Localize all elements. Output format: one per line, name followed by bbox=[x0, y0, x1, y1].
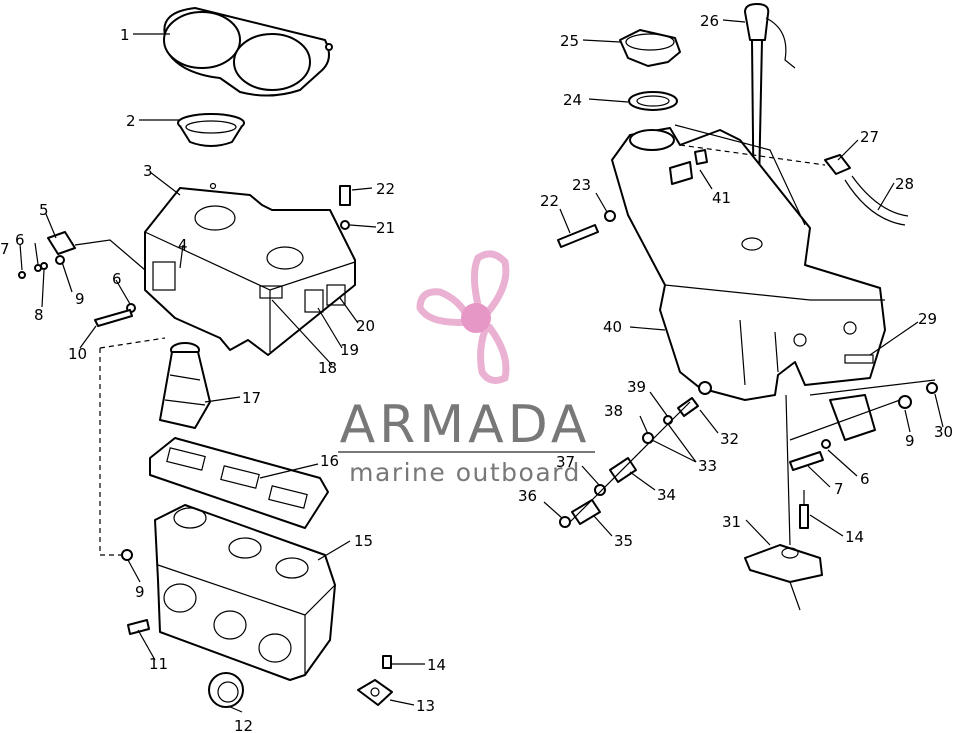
callout-labels: 1 2 3 4 5 6 7 8 9 6 10 22 21 20 19 18 17… bbox=[0, 12, 953, 733]
callout-19: 19 bbox=[340, 341, 359, 359]
callout-6-third: 6 bbox=[860, 470, 870, 488]
callout-4: 4 bbox=[178, 236, 188, 254]
callout-36: 36 bbox=[518, 487, 537, 505]
callout-6: 6 bbox=[15, 231, 25, 249]
part-13-bracket bbox=[357, 679, 393, 706]
callout-33: 33 bbox=[698, 457, 717, 475]
propeller-logo-icon bbox=[416, 250, 510, 384]
callout-40: 40 bbox=[603, 318, 622, 336]
part-3-airbox-cover bbox=[144, 182, 356, 356]
dashed-assembly-lines-left bbox=[74, 239, 166, 556]
callout-2: 2 bbox=[126, 112, 136, 130]
callout-41: 41 bbox=[712, 189, 731, 207]
small-hardware-left bbox=[18, 185, 351, 635]
callout-9-second: 9 bbox=[135, 583, 145, 601]
part-24-seal bbox=[628, 91, 678, 111]
part-31-bracket bbox=[744, 394, 823, 611]
callout-18: 18 bbox=[318, 359, 337, 377]
callout-14-second: 14 bbox=[845, 528, 864, 546]
part-25-fill-cap bbox=[619, 29, 681, 67]
callout-28: 28 bbox=[895, 175, 914, 193]
watermark-brand: ARMADA bbox=[340, 395, 591, 455]
callout-37: 37 bbox=[556, 453, 575, 471]
oil-pump-assembly bbox=[789, 379, 938, 471]
part-12-plug bbox=[208, 672, 244, 708]
part-27-28-hose bbox=[679, 144, 909, 226]
callout-8: 8 bbox=[34, 306, 44, 324]
part-17-intake-boot bbox=[159, 342, 211, 429]
part-16-gasket bbox=[149, 437, 329, 529]
callout-27: 27 bbox=[860, 128, 879, 146]
callout-7: 7 bbox=[0, 240, 10, 258]
callout-16: 16 bbox=[320, 452, 339, 470]
callout-35: 35 bbox=[614, 532, 633, 550]
callout-32: 32 bbox=[720, 430, 739, 448]
callout-14: 14 bbox=[427, 656, 446, 674]
callout-20: 20 bbox=[356, 317, 375, 335]
callout-6-second: 6 bbox=[112, 270, 122, 288]
callout-39: 39 bbox=[627, 378, 646, 396]
callout-29: 29 bbox=[918, 310, 937, 328]
part-14-screw-left bbox=[382, 655, 392, 669]
callout-23: 23 bbox=[572, 176, 591, 194]
callout-9-third: 9 bbox=[905, 432, 915, 450]
part-15-intake-manifold bbox=[154, 504, 336, 681]
armada-watermark: ARMADA marine outboard bbox=[338, 250, 595, 487]
callout-30: 30 bbox=[934, 423, 953, 441]
callout-38: 38 bbox=[604, 402, 623, 420]
watermark-tagline: marine outboard bbox=[349, 458, 581, 487]
hardware-22-23 bbox=[557, 210, 616, 248]
fittings-32-39 bbox=[559, 381, 712, 528]
part-14-screw-right bbox=[799, 490, 809, 529]
callout-5: 5 bbox=[39, 201, 49, 219]
callout-12: 12 bbox=[234, 717, 253, 733]
part-41-clip bbox=[669, 149, 708, 185]
part-40-oil-tank bbox=[611, 124, 886, 401]
callout-15: 15 bbox=[354, 532, 373, 550]
callout-13: 13 bbox=[416, 697, 435, 715]
callout-10: 10 bbox=[68, 345, 87, 363]
part-2-boot bbox=[177, 113, 245, 147]
callout-21: 21 bbox=[376, 219, 395, 237]
callout-17: 17 bbox=[242, 389, 261, 407]
callout-24: 24 bbox=[563, 91, 582, 109]
part-1-airbox-lid bbox=[163, 7, 333, 97]
callout-26: 26 bbox=[700, 12, 719, 30]
callout-31: 31 bbox=[722, 513, 741, 531]
callout-1: 1 bbox=[120, 26, 130, 44]
callout-3: 3 bbox=[143, 162, 153, 180]
leader-lines bbox=[19, 19, 944, 713]
callout-7-second: 7 bbox=[834, 480, 844, 498]
callout-22: 22 bbox=[376, 180, 395, 198]
callout-34: 34 bbox=[657, 486, 676, 504]
callout-11: 11 bbox=[149, 655, 168, 673]
callout-22-second: 22 bbox=[540, 192, 559, 210]
callout-25: 25 bbox=[560, 32, 579, 50]
callout-9: 9 bbox=[75, 290, 85, 308]
